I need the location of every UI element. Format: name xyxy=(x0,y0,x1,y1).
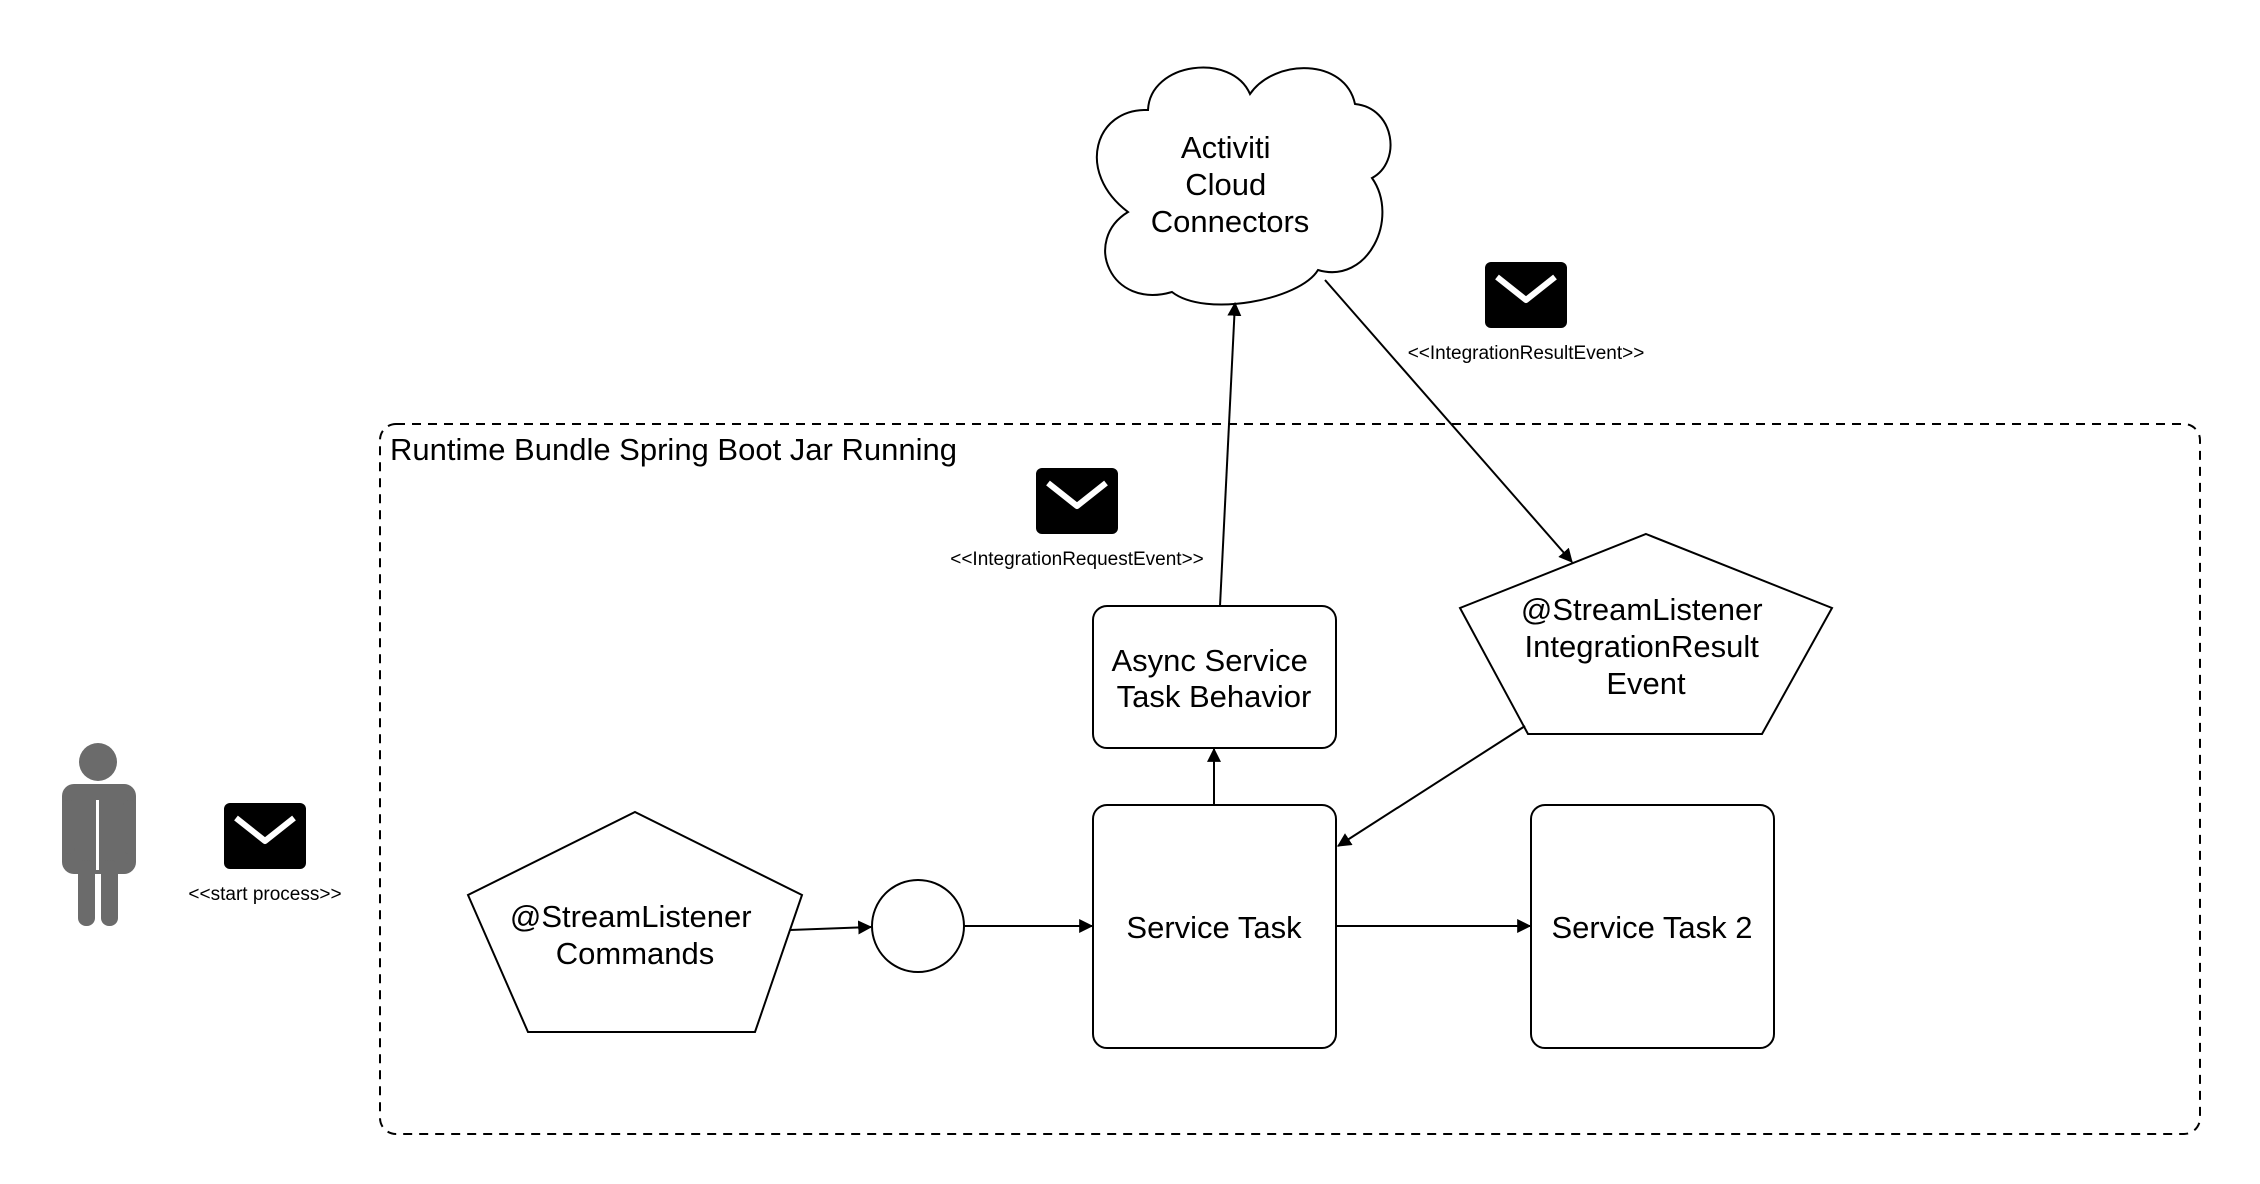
integration-request-message: <<IntegrationRequestEvent>> xyxy=(950,468,1204,570)
envelope-icon xyxy=(1485,262,1567,328)
service-task-2-label: Service Task 2 xyxy=(1551,910,1752,945)
user-icon xyxy=(62,743,136,926)
commands-label-line-2: Commands xyxy=(556,936,715,971)
result-listener-label-line-2: IntegrationResult xyxy=(1525,629,1760,664)
integration-request-label: <<IntegrationRequestEvent>> xyxy=(950,549,1204,570)
svg-text:Async Service Task Behav: Async Service Task Behavior xyxy=(1111,643,1316,714)
stream-listener-integration-result-event: @StreamListener IntegrationResult Event xyxy=(1458,532,1834,735)
envelope-icon xyxy=(224,803,306,869)
cloud-label-line-1: Activiti xyxy=(1181,130,1271,165)
result-listener-label-line-1: @StreamListener xyxy=(1521,592,1763,627)
integration-result-message: <<IntegrationResultEvent>> xyxy=(1408,262,1645,364)
svg-text:@StreamListener Integrat: @StreamListener IntegrationResult Event xyxy=(1521,592,1771,701)
async-service-task-behavior: Async Service Task Behavior xyxy=(1092,605,1337,749)
svg-text:Activiti Cloud Con: Activiti Cloud Connectors xyxy=(1151,130,1310,239)
runtime-bundle-container: Runtime Bundle Spring Boot Jar Running xyxy=(379,423,2201,1135)
start-process-label: <<start process>> xyxy=(188,884,341,905)
service-task: Service Task xyxy=(1092,804,1337,1049)
svg-text:@StreamListener Commands: @StreamListener Commands xyxy=(510,899,760,971)
arrow-async-to-cloud xyxy=(1219,301,1242,607)
async-label-line-1: Async Service xyxy=(1111,643,1307,678)
cloud-label-line-2: Cloud xyxy=(1185,167,1266,202)
service-task-label: Service Task xyxy=(1126,910,1302,945)
container-title: Runtime Bundle Spring Boot Jar Running xyxy=(390,432,957,467)
commands-label-line-1: @StreamListener xyxy=(510,899,752,934)
service-task-2: Service Task 2 xyxy=(1530,804,1775,1049)
start-process-message: <<start process>> xyxy=(188,803,342,905)
async-label-line-2: Task Behavior xyxy=(1117,679,1312,714)
arrow-commands-to-start xyxy=(789,920,873,935)
envelope-icon xyxy=(1036,468,1118,534)
arrow-result-listener-to-service-task xyxy=(1337,725,1526,847)
arrow-cloud-to-result-listener xyxy=(1324,279,1573,563)
cloud-label-line-3: Connectors xyxy=(1151,204,1310,239)
integration-result-label: <<IntegrationResultEvent>> xyxy=(1408,343,1645,364)
start-event xyxy=(871,879,965,973)
activiti-cloud-connectors: Activiti Cloud Connectors xyxy=(1095,66,1392,306)
stream-listener-commands: @StreamListener Commands xyxy=(466,810,804,1033)
result-listener-label-line-3: Event xyxy=(1606,666,1686,701)
